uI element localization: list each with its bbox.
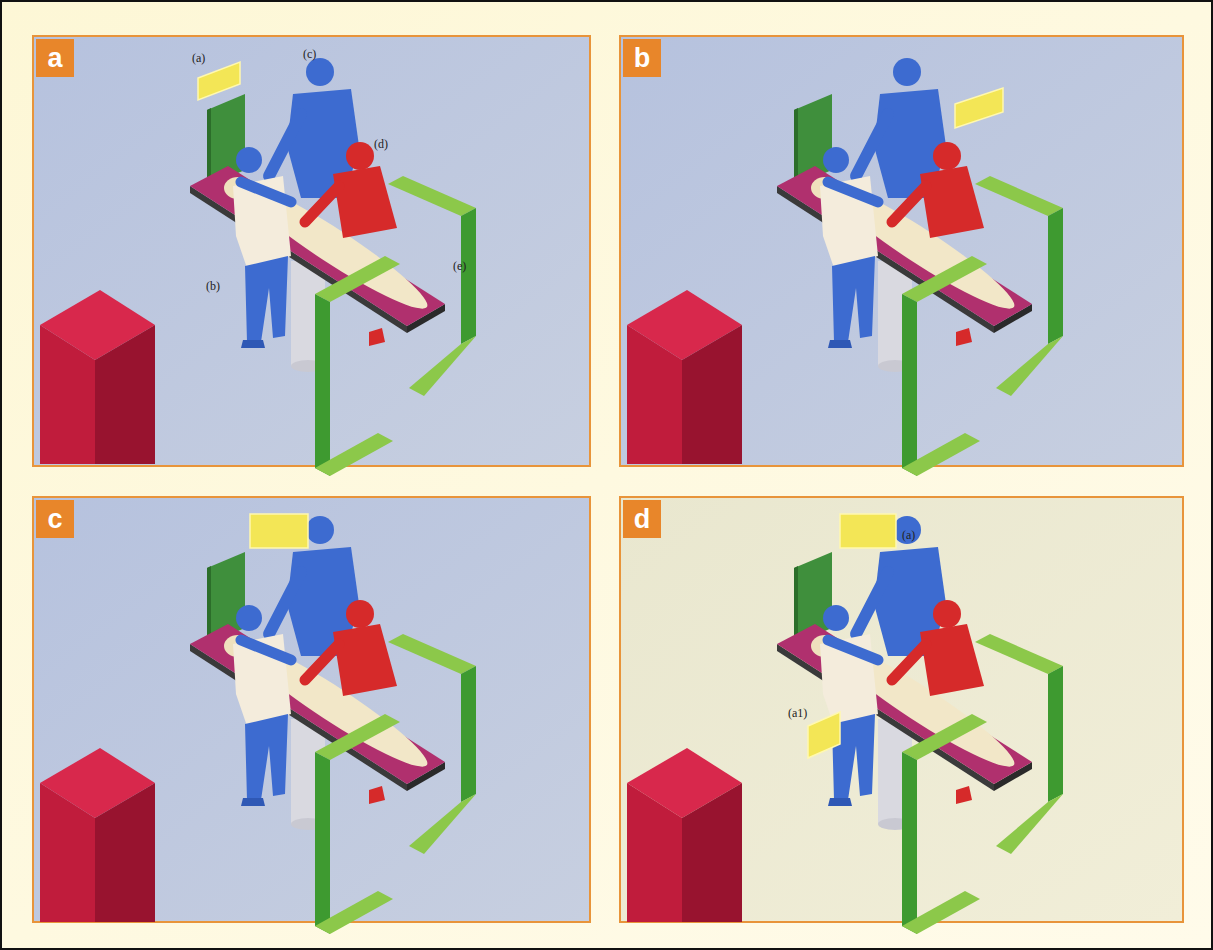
monitor (840, 514, 896, 548)
part-label: (e) (453, 260, 466, 272)
part-label: (a) (902, 529, 915, 541)
monitor (808, 712, 840, 758)
panel-badge: a (36, 39, 74, 77)
monitor (955, 88, 1003, 128)
panel-letter: d (634, 506, 651, 533)
panel-badge: b (623, 39, 661, 77)
monitor (198, 62, 240, 100)
operating-scene (40, 58, 476, 476)
operating-scene (627, 58, 1063, 476)
panel-letter: a (47, 45, 62, 72)
operating-scene (627, 516, 1063, 934)
part-label: (c) (303, 48, 316, 60)
part-label: (d) (374, 138, 388, 150)
part-label: (b) (206, 280, 220, 292)
part-label: (a) (192, 52, 205, 64)
panel-badge: d (623, 500, 661, 538)
panel-letter: c (47, 506, 62, 533)
part-label: (a1) (788, 707, 807, 719)
monitor (250, 514, 308, 548)
panel-badge: c (36, 500, 74, 538)
operating-scene (40, 516, 476, 934)
panel-letter: b (634, 45, 651, 72)
